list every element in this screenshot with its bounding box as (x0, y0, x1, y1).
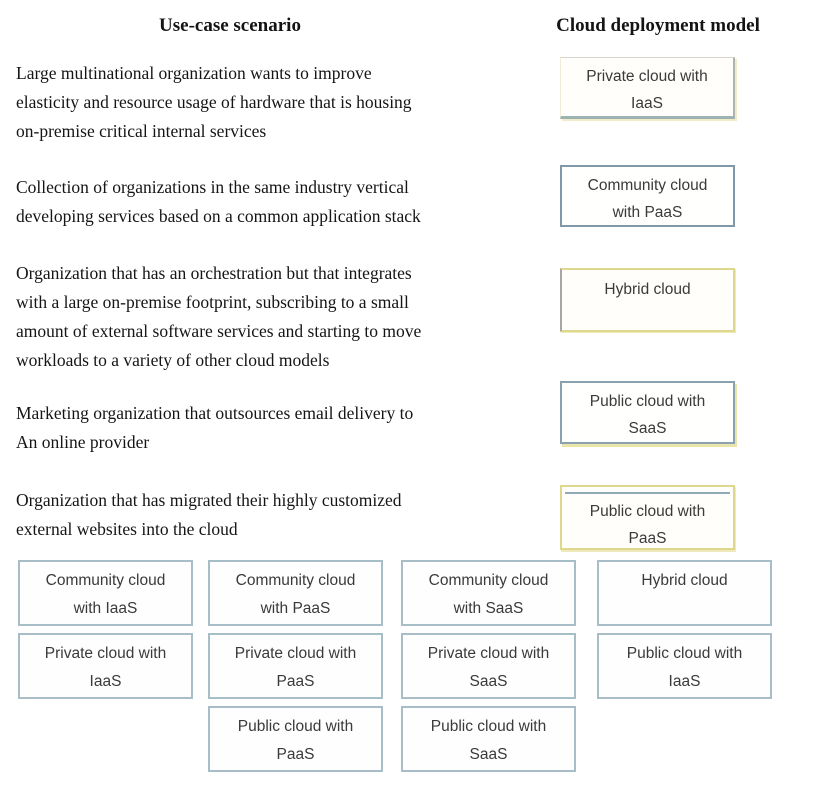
answer-slot-public-cloud-saas[interactable]: Public cloud with SaaS (560, 381, 735, 444)
scenario-text-2: Collection of organizations in the same … (16, 177, 421, 226)
bank-option-public-cloud-saas[interactable]: Public cloud with SaaS (401, 706, 576, 772)
scenario-text-4: Marketing organization that outsources e… (16, 403, 414, 452)
bank-option-community-cloud-paas[interactable]: Community cloud with PaaS (208, 560, 383, 626)
bank-option-community-cloud-saas[interactable]: Community cloud with SaaS (401, 560, 576, 626)
scenario-text-3: Organization that has an orchestration b… (16, 263, 422, 370)
answer-slot-private-cloud-iaas[interactable]: Private cloud with IaaS (560, 57, 735, 119)
use-case-column-header: Use-case scenario (159, 15, 301, 36)
deployment-model-column-header: Cloud deployment model (556, 15, 760, 36)
answer-slot-hybrid-cloud[interactable]: Hybrid cloud (560, 268, 735, 332)
bank-option-public-cloud-iaas[interactable]: Public cloud with IaaS (597, 633, 772, 699)
scenario-text-1: Large multinational organization wants t… (16, 63, 412, 141)
bank-option-hybrid-cloud[interactable]: Hybrid cloud (597, 560, 772, 626)
bank-option-community-cloud-iaas[interactable]: Community cloud with IaaS (18, 560, 193, 626)
slot-inner-top-line (565, 492, 730, 494)
answer-slot-public-cloud-paas[interactable]: Public cloud with PaaS (560, 485, 735, 550)
answer-slot-community-cloud-paas[interactable]: Community cloud with PaaS (560, 165, 735, 227)
bank-option-public-cloud-paas[interactable]: Public cloud with PaaS (208, 706, 383, 772)
scenario-text-5: Organization that has migrated their hig… (16, 490, 402, 539)
bank-option-private-cloud-iaas[interactable]: Private cloud with IaaS (18, 633, 193, 699)
bank-option-private-cloud-saas[interactable]: Private cloud with SaaS (401, 633, 576, 699)
bank-option-private-cloud-paas[interactable]: Private cloud with PaaS (208, 633, 383, 699)
